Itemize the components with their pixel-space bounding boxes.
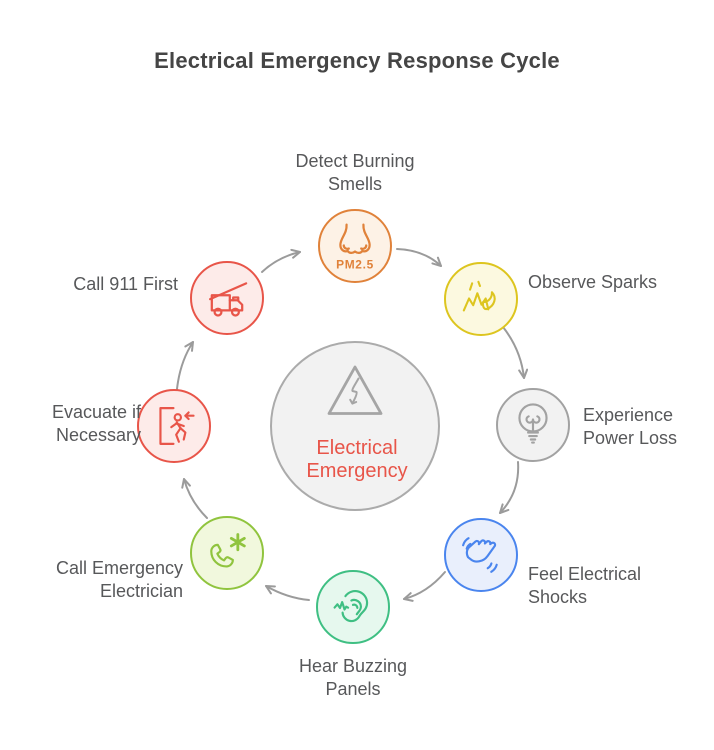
step-circle-call-emergency-electrician [190, 516, 264, 590]
arrow-shocks-to-buzzing [403, 571, 446, 602]
pm25-label: PM2.5 [336, 258, 374, 272]
step-circle-hear-buzzing-panels [316, 570, 390, 644]
step-circle-feel-electrical-shocks [444, 518, 518, 592]
arrow-buzzing-to-electrician [265, 585, 310, 601]
warning-triangle-bolt-icon [327, 365, 383, 415]
step-circle-experience-power-loss [496, 388, 570, 462]
page-title: Electrical Emergency Response Cycle [154, 48, 560, 73]
step-circle-call-911-first [190, 261, 264, 335]
fire-truck-icon [209, 282, 248, 317]
center-label: Electrical Emergency [306, 437, 408, 482]
arrow-electrician-to-evacuate [181, 478, 208, 519]
sparks-icon [462, 280, 496, 312]
step-label-observe-sparks: Observe Sparks [528, 272, 658, 292]
arrow-call911-to-detect [261, 248, 301, 273]
step-label-call-emergency-electrician: Call Emergency Electrician [55, 558, 183, 601]
step-circle-evacuate-if-necessary [137, 389, 211, 463]
step-label-feel-electrical-shocks: Feel Electrical Shocks [528, 564, 642, 607]
step-label-experience-power-loss: Experience Power Loss [583, 405, 678, 448]
phone-medical-icon [210, 533, 246, 568]
step-label-detect-burning-smells: Detect Burning Smells [295, 151, 415, 194]
arrow-evacuate-to-call911 [176, 341, 194, 390]
arrow-powerloss-to-shocks [499, 461, 520, 514]
step-circle-detect-burning-smells: PM2.5 [318, 209, 392, 283]
step-label-evacuate-if-necessary: Evacuate if Necessary [51, 402, 141, 445]
step-circle-observe-sparks [444, 262, 518, 336]
ear-icon [333, 590, 369, 623]
nose-smell-icon: PM2.5 [336, 223, 374, 272]
exit-run-icon [159, 407, 195, 445]
lightbulb-icon [518, 403, 548, 444]
arrow-detect-to-sparks [396, 248, 442, 267]
waving-hand-icon [462, 537, 498, 573]
step-label-hear-buzzing-panels: Hear Buzzing Panels [298, 656, 408, 699]
arrow-sparks-to-powerloss [502, 326, 529, 379]
step-label-call-911-first: Call 911 First [73, 274, 178, 294]
